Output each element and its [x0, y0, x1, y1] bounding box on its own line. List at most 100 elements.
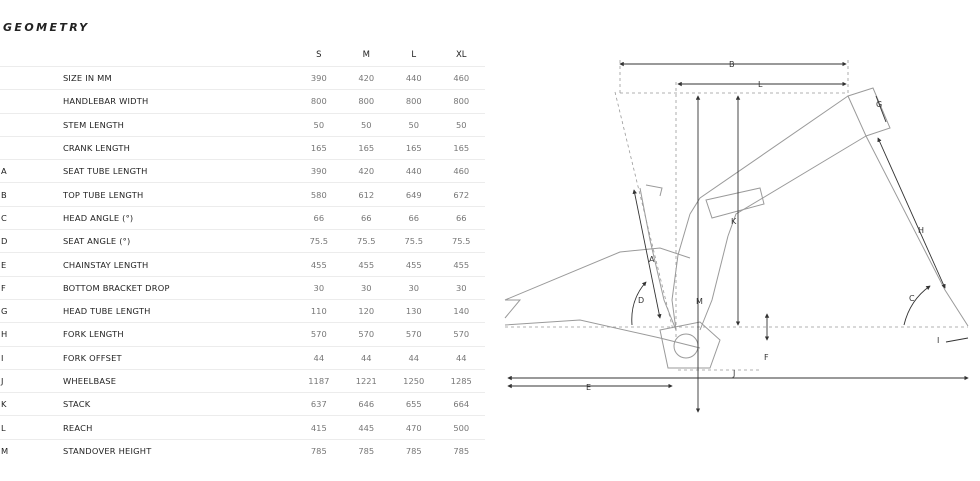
cell-size-xl: 455 — [437, 252, 485, 277]
row-letter: E — [0, 252, 63, 277]
row-name: REACH — [62, 415, 296, 440]
cell-size-m: 800 — [342, 89, 391, 114]
cell-size-s: 580 — [295, 182, 343, 207]
cell-size-xl: 50 — [437, 112, 485, 137]
cell-size-s: 785 — [295, 438, 343, 463]
cell-size-m: 75.5 — [342, 229, 391, 253]
row-name: CRANK LENGTH — [62, 135, 296, 160]
cell-size-l: 66 — [390, 205, 438, 230]
row-name: STANDOVER HEIGHT — [62, 438, 296, 463]
dimension-lines — [507, 61, 969, 413]
header-letter — [0, 44, 63, 67]
cell-size-s: 50 — [295, 112, 343, 137]
cell-size-xl: 66 — [437, 205, 485, 230]
cell-size-l: 785 — [390, 438, 438, 463]
row-name: TOP TUBE LENGTH — [62, 182, 296, 207]
label-i: I — [937, 336, 939, 345]
cell-size-xl: 140 — [437, 298, 485, 323]
cell-size-m: 570 — [342, 322, 391, 347]
cell-size-m: 165 — [342, 135, 391, 160]
row-name: CHAINSTAY LENGTH — [62, 252, 296, 277]
row-name: FORK LENGTH — [62, 322, 296, 347]
header-size-m: M — [362, 50, 370, 60]
row-name: SEAT ANGLE (°) — [62, 229, 296, 253]
cell-size-s: 44 — [295, 345, 343, 370]
cell-size-l: 800 — [390, 89, 438, 114]
cell-size-xl: 672 — [437, 182, 485, 207]
cell-size-xl: 570 — [437, 322, 485, 347]
cell-size-m: 420 — [342, 159, 391, 183]
cell-size-xl: 664 — [437, 392, 485, 416]
cell-size-s: 415 — [295, 415, 343, 440]
cell-size-l: 30 — [390, 275, 438, 300]
cell-size-xl: 1285 — [437, 368, 485, 393]
cell-size-xl: 75.5 — [437, 229, 485, 253]
row-letter: A — [0, 159, 63, 183]
header-size-xl: XL — [455, 50, 467, 60]
row-name: HEAD ANGLE (°) — [62, 205, 296, 230]
cell-size-xl: 785 — [437, 438, 485, 463]
label-b: B — [729, 60, 735, 69]
label-k: K — [731, 217, 737, 226]
cell-size-l: 655 — [390, 392, 438, 416]
cell-size-xl: 500 — [437, 415, 485, 440]
cell-size-l: 649 — [390, 182, 438, 207]
cell-size-m: 30 — [342, 275, 391, 300]
label-c: C — [909, 294, 915, 303]
cell-size-m: 420 — [342, 65, 391, 90]
cell-size-m: 646 — [342, 392, 391, 416]
cell-size-xl: 30 — [437, 275, 485, 300]
cell-size-l: 75.5 — [390, 229, 438, 253]
cell-size-m: 612 — [342, 182, 391, 207]
cell-size-l: 570 — [390, 322, 438, 347]
row-letter: C — [0, 205, 63, 230]
header-size-s: S — [316, 50, 322, 60]
row-name: BOTTOM BRACKET DROP — [62, 275, 296, 300]
row-name: STEM LENGTH — [62, 112, 296, 137]
reference-lines — [505, 60, 968, 371]
cell-size-xl: 800 — [437, 89, 485, 114]
cell-size-l: 455 — [390, 252, 438, 277]
cell-size-l: 50 — [390, 112, 438, 137]
cell-size-m: 50 — [342, 112, 391, 137]
cell-size-s: 30 — [295, 275, 343, 300]
cell-size-m: 1221 — [342, 368, 391, 393]
label-j: J — [732, 369, 735, 378]
row-letter: F — [0, 275, 63, 300]
row-letter: G — [0, 298, 63, 323]
cell-size-m: 120 — [342, 298, 391, 323]
label-h: H — [918, 226, 924, 235]
row-letter: K — [0, 392, 63, 416]
cell-size-l: 165 — [390, 135, 438, 160]
cell-size-s: 165 — [295, 135, 343, 160]
row-name: SEAT TUBE LENGTH — [62, 159, 296, 183]
cell-size-xl: 165 — [437, 135, 485, 160]
cell-size-s: 800 — [295, 89, 343, 114]
cell-size-xl: 460 — [437, 159, 485, 183]
label-d: D — [638, 296, 644, 305]
row-letter: I — [0, 345, 63, 370]
row-name: HEAD TUBE LENGTH — [62, 298, 296, 323]
row-name: FORK OFFSET — [62, 345, 296, 370]
cell-size-m: 66 — [342, 205, 391, 230]
cell-size-l: 470 — [390, 415, 438, 440]
label-l: L — [758, 80, 763, 89]
geometry-title: GEOMETRY — [3, 21, 90, 34]
